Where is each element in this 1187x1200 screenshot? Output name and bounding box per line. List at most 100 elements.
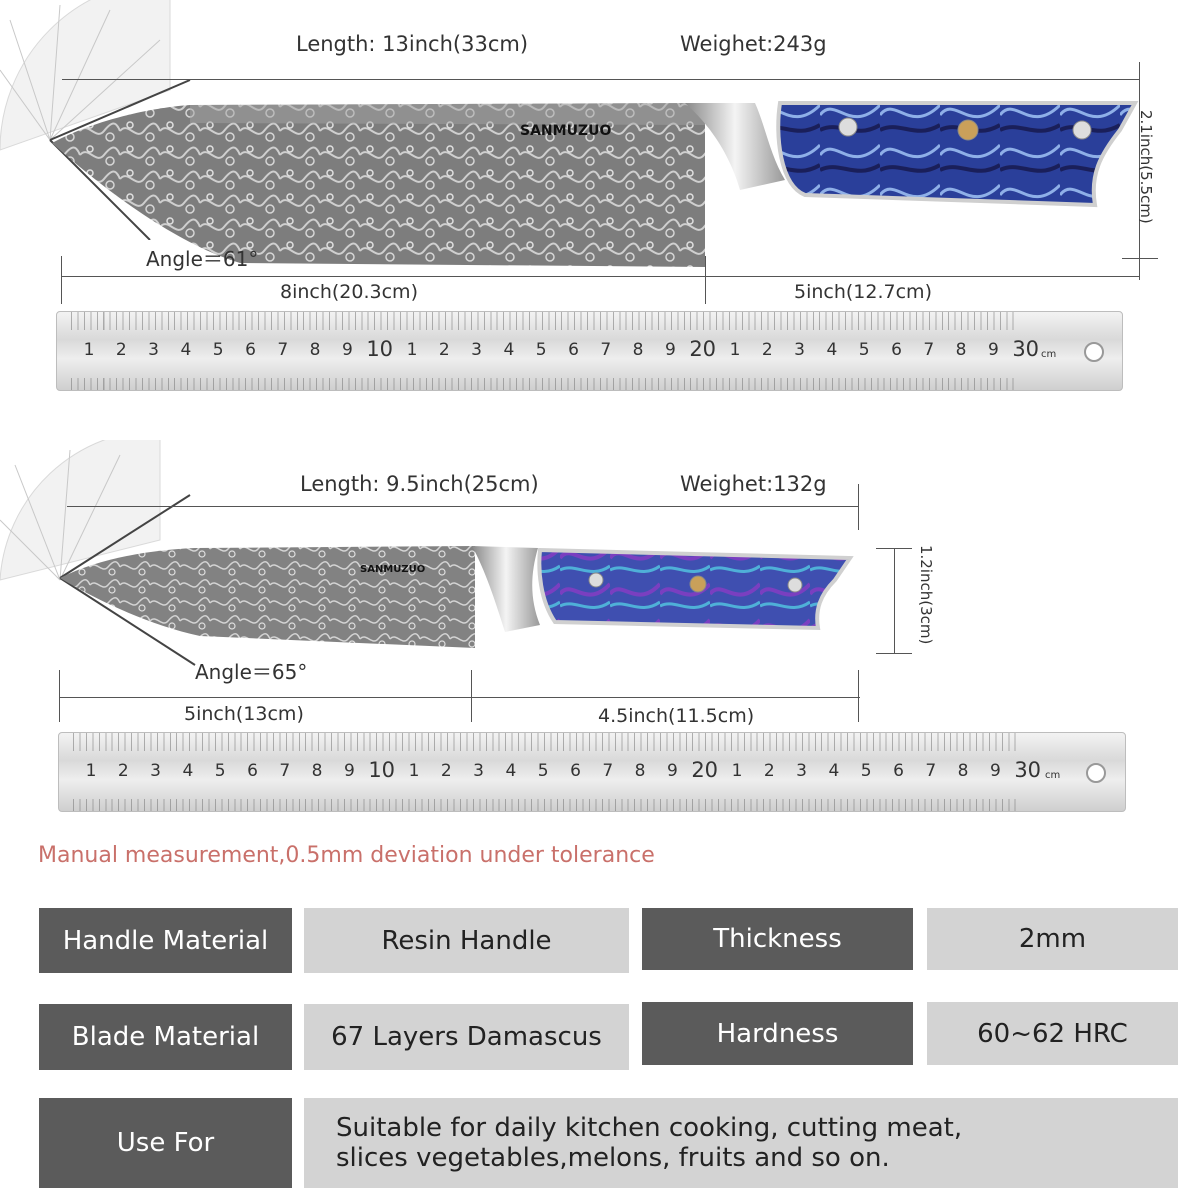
height-dimension-tick-bottom [1122, 258, 1158, 259]
ruler-number: 8 [309, 340, 321, 360]
ruler-number: 4 [826, 340, 838, 360]
ruler-2-hole [1086, 763, 1106, 783]
use-for-label: Use For [39, 1098, 292, 1188]
ruler-number: 20 [689, 337, 717, 361]
ruler-number: 5 [212, 340, 224, 360]
length-dimension-line [62, 79, 1140, 80]
ruler-number: 9 [989, 761, 1001, 781]
ruler-number: 20 [691, 758, 719, 782]
ruler-number: 4 [828, 761, 840, 781]
ruler-number: 3 [150, 761, 162, 781]
blade-2-dimension-line [60, 697, 860, 698]
ruler-number: 1 [408, 761, 420, 781]
ruler-number: 4 [182, 761, 194, 781]
ruler-1-ticks-bottom [71, 378, 1017, 390]
use-for-value: Suitable for daily kitchen cooking, cutt… [304, 1098, 1178, 1188]
ruler-number: 4 [180, 340, 192, 360]
thickness-value: 2mm [927, 908, 1178, 970]
ruler-number: 3 [148, 340, 160, 360]
protractor-2-icon [0, 440, 196, 666]
ruler-number: 8 [634, 761, 646, 781]
knife-2-handle-label: 4.5inch(11.5cm) [598, 705, 755, 727]
ruler-number: 6 [245, 340, 256, 360]
ruler-number: 7 [923, 340, 935, 360]
knife-1-blade-label: 8inch(20.3cm) [280, 281, 418, 303]
brand-logo: SANMUZUO [520, 123, 611, 139]
ruler-number: 1 [406, 340, 418, 360]
knife-1-height-label: 2.1inch(5.5cm) [1137, 110, 1155, 224]
ruler-number: 6 [247, 761, 258, 781]
ruler-number: 10 [366, 337, 394, 361]
ruler-number: 1 [85, 761, 97, 781]
ruler-number: 7 [279, 761, 291, 781]
ruler-number: 9 [341, 340, 353, 360]
ruler-number: 3 [796, 761, 808, 781]
blade-material-label: Blade Material [39, 1004, 292, 1070]
thickness-label: Thickness [642, 908, 913, 970]
hardness-label: Hardness [642, 1002, 913, 1065]
ruler-2-unit: cm [1045, 770, 1061, 781]
handle-material-value: Resin Handle [304, 908, 629, 973]
knife-2-length-label: Length: 9.5inch(25cm) [300, 472, 539, 496]
ruler-number: 5 [214, 761, 226, 781]
knife-1-length-label: Length: 13inch(33cm) [296, 32, 529, 56]
knife-1-angle-label: Angle＝61° [146, 247, 259, 271]
ruler-number: 1 [729, 340, 741, 360]
ruler-1-ticks-top [71, 312, 1017, 330]
knife-1-weight-label: Weighet:243g [680, 32, 827, 56]
ruler-number: 7 [925, 761, 937, 781]
ruler-1-hole [1084, 342, 1104, 362]
ruler-number: 5 [860, 761, 872, 781]
brand-logo-2: SANMUZUO [360, 564, 425, 575]
protractor-icon [0, 0, 191, 240]
utility-knife-image: SANMUZUO [60, 546, 854, 648]
ruler-number: 2 [115, 340, 127, 360]
use-for-line-1: Suitable for daily kitchen cooking, cutt… [336, 1113, 963, 1143]
ruler-number: 6 [893, 761, 904, 781]
ruler-number: 30 [1012, 337, 1040, 361]
ruler-number: 3 [471, 340, 483, 360]
ruler-number: 9 [666, 761, 678, 781]
ruler-number: 6 [891, 340, 902, 360]
blade-dimension-line [62, 276, 1140, 277]
ruler-number: 7 [277, 340, 289, 360]
blade-dimension-tick-left [61, 256, 62, 304]
ruler-number: 2 [117, 761, 129, 781]
ruler-number: 5 [537, 761, 549, 781]
ruler-number: 1 [83, 340, 95, 360]
ruler-number: 7 [600, 340, 612, 360]
ruler-number: 3 [473, 761, 485, 781]
ruler-number: 30 [1014, 758, 1042, 782]
ruler-number: 9 [664, 340, 676, 360]
ruler-2-ticks-bottom [73, 799, 1020, 811]
ruler-number: 6 [568, 340, 579, 360]
ruler-1-unit: cm [1041, 349, 1057, 360]
knife-2-weight-label: Weighet:132g [680, 472, 827, 496]
ruler-number: 8 [955, 340, 967, 360]
blade-2-tick-left [59, 670, 60, 722]
ruler-number: 2 [440, 761, 452, 781]
blade-material-value: 67 Layers Damascus [304, 1004, 629, 1070]
measurement-note: Manual measurement,0.5mm deviation under… [38, 843, 655, 868]
height-2-tick-top [876, 548, 912, 549]
ruler-number: 2 [438, 340, 450, 360]
ruler-number: 5 [535, 340, 547, 360]
hardness-value: 60~62 HRC [927, 1002, 1178, 1065]
ruler-number: 3 [794, 340, 806, 360]
blade-dimension-tick-mid [705, 256, 706, 304]
handle-material-label: Handle Material [39, 908, 292, 973]
ruler-number: 7 [602, 761, 614, 781]
knife-1-handle-label: 5inch(12.7cm) [794, 281, 932, 303]
height-dimension-line [1139, 100, 1140, 280]
length-2-dimension-line [67, 506, 859, 507]
blade-2-tick-mid [471, 670, 472, 722]
ruler-number: 6 [570, 761, 581, 781]
chef-knife-image: SANMUZUO [52, 101, 1139, 267]
ruler-number: 8 [632, 340, 644, 360]
ruler-number: 4 [505, 761, 517, 781]
ruler-number: 2 [763, 761, 775, 781]
knife-2-angle-label: Angle＝65° [195, 660, 308, 684]
ruler-number: 2 [761, 340, 773, 360]
ruler-number: 8 [957, 761, 969, 781]
